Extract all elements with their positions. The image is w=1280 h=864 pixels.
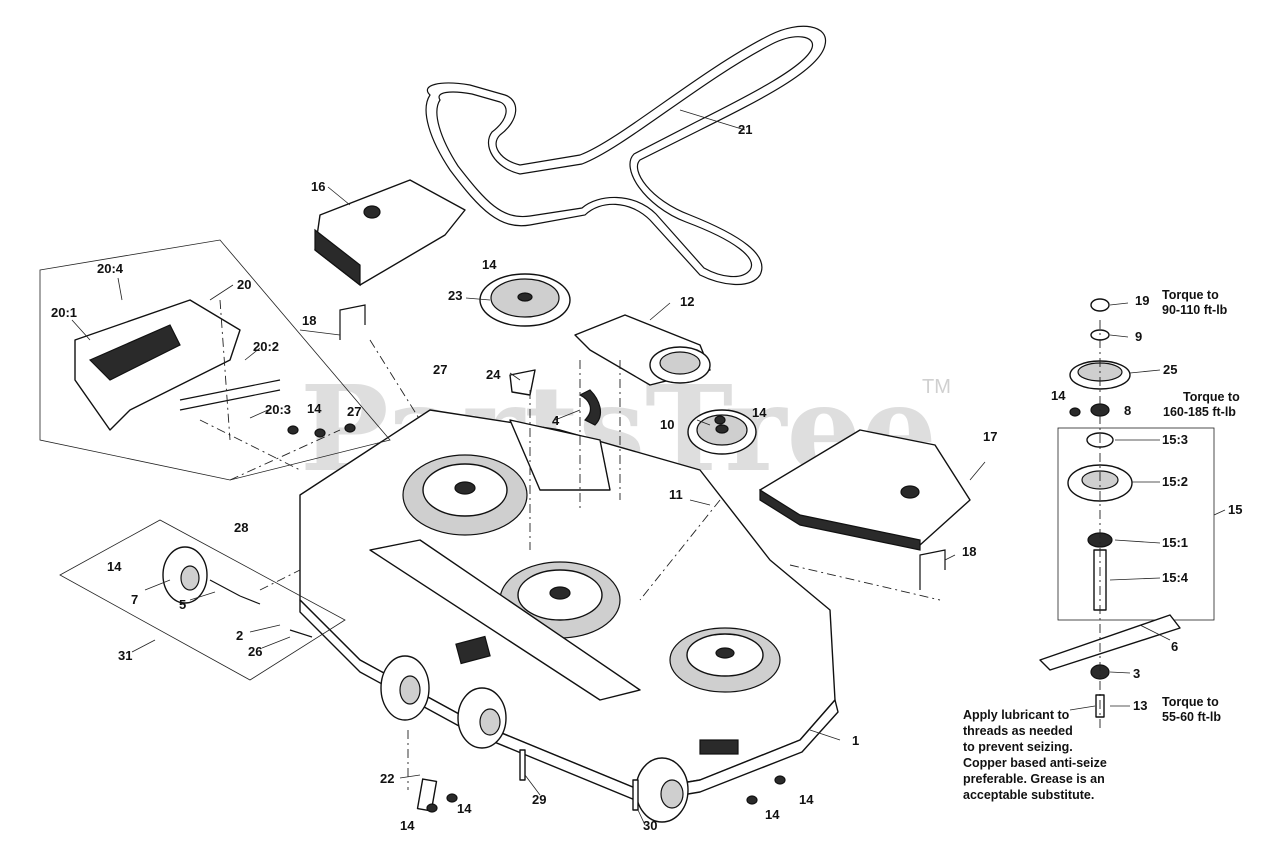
callout-27[interactable]: 27 xyxy=(347,404,361,419)
callout-15-3[interactable]: 15:3 xyxy=(1162,432,1188,447)
callout-24[interactable]: 24 xyxy=(486,367,501,382)
callout-20-4[interactable]: 20:4 xyxy=(97,261,124,276)
callout-6[interactable]: 6 xyxy=(1171,639,1178,654)
callout-15-2[interactable]: 15:2 xyxy=(1162,474,1188,489)
assembly-center-lines xyxy=(199,299,1101,790)
lubricant-line2: threads as needed xyxy=(963,724,1073,738)
callout-15-1[interactable]: 15:1 xyxy=(1162,535,1188,550)
hardware-pieces xyxy=(239,304,946,813)
lubricant-line4: Copper based anti-seize xyxy=(963,756,1107,770)
callout-14-top[interactable]: 14 xyxy=(482,257,497,272)
callout-14-bottom-d[interactable]: 14 xyxy=(765,807,780,822)
callout-13[interactable]: 13 xyxy=(1133,698,1147,713)
callout-26[interactable]: 26 xyxy=(248,644,262,659)
callout-31[interactable]: 31 xyxy=(118,648,132,663)
wheel-kit-box xyxy=(59,519,346,681)
spindle-assembly xyxy=(1039,298,1215,718)
callout-12[interactable]: 12 xyxy=(680,294,694,309)
callout-2[interactable]: 2 xyxy=(236,628,243,643)
callout-18-right[interactable]: 18 xyxy=(962,544,976,559)
belt-cover-right xyxy=(759,429,971,551)
deck-housing xyxy=(299,409,839,803)
callout-5[interactable]: 5 xyxy=(179,597,186,612)
callout-15[interactable]: 15 xyxy=(1228,502,1242,517)
callout-8[interactable]: 8 xyxy=(1124,403,1131,418)
callout-28[interactable]: 28 xyxy=(234,520,248,535)
callout-29[interactable]: 29 xyxy=(532,792,546,807)
belt-cover-left xyxy=(314,179,466,287)
callout-20[interactable]: 20 xyxy=(237,277,251,292)
callout-18-left[interactable]: 18 xyxy=(302,313,316,328)
callout-14-wheel[interactable]: 14 xyxy=(107,559,122,574)
callout-23[interactable]: 23 xyxy=(448,288,462,303)
callout-20-1[interactable]: 20:1 xyxy=(51,305,77,320)
callout-14-bottom-b[interactable]: 14 xyxy=(799,792,814,807)
lubricant-line6: acceptable substitute. xyxy=(963,788,1094,802)
callout-4[interactable]: 4 xyxy=(552,413,560,428)
callout-14-bottom-a[interactable]: 14 xyxy=(457,801,472,816)
callout-7[interactable]: 7 xyxy=(131,592,138,607)
torque-19-line2: 90-110 ft-lb xyxy=(1162,303,1228,317)
torque-19-line1: Torque to xyxy=(1162,288,1219,302)
lubricant-line5: preferable. Grease is an xyxy=(963,772,1105,786)
callout-30[interactable]: 30 xyxy=(643,818,657,833)
callout-20-2[interactable]: 20:2 xyxy=(253,339,279,354)
callout-14-spindle[interactable]: 14 xyxy=(1051,388,1066,403)
callout-14-bottom-c[interactable]: 14 xyxy=(400,818,415,833)
callout-19[interactable]: 19 xyxy=(1135,293,1149,308)
watermark-trademark: TM xyxy=(922,376,951,398)
callout-27-top[interactable]: 27 xyxy=(433,362,447,377)
idler-arm xyxy=(574,314,711,426)
callout-14-mid[interactable]: 14 xyxy=(752,405,767,420)
callout-3[interactable]: 3 xyxy=(1133,666,1140,681)
leader-lines xyxy=(71,109,1226,826)
callout-10[interactable]: 10 xyxy=(660,417,674,432)
callout-25[interactable]: 25 xyxy=(1163,362,1177,377)
torque-notes: Torque to 90-110 ft-lb Torque to 160-185… xyxy=(1162,288,1240,724)
guard-assembly-box xyxy=(39,239,391,481)
torque-13-line2: 55-60 ft-lb xyxy=(1162,710,1221,724)
callout-21[interactable]: 21 xyxy=(738,122,752,137)
torque-15-line2: 160-185 ft-lb xyxy=(1163,405,1236,419)
lubricant-note: Apply lubricant to threads as needed to … xyxy=(963,708,1107,802)
callout-1[interactable]: 1 xyxy=(852,733,859,748)
callout-22[interactable]: 22 xyxy=(380,771,394,786)
callout-17[interactable]: 17 xyxy=(983,429,997,444)
torque-15-line1: Torque to xyxy=(1183,390,1240,404)
lubricant-line1: Apply lubricant to xyxy=(963,708,1070,722)
torque-13-line1: Torque to xyxy=(1162,695,1219,709)
deck-belt xyxy=(425,25,827,286)
lubricant-line3: to prevent seizing. xyxy=(963,740,1073,754)
callout-16[interactable]: 16 xyxy=(311,179,325,194)
callout-15-4[interactable]: 15:4 xyxy=(1162,570,1189,585)
callout-14-cluster[interactable]: 14 xyxy=(307,401,322,416)
callout-20-3[interactable]: 20:3 xyxy=(265,402,291,417)
pulleys xyxy=(479,273,757,455)
callout-9[interactable]: 9 xyxy=(1135,329,1142,344)
callout-11[interactable]: 11 xyxy=(669,487,683,502)
callout-labels: 21 16 14 20:4 20 20:1 23 12 18 20:2 27 2… xyxy=(51,122,1242,833)
